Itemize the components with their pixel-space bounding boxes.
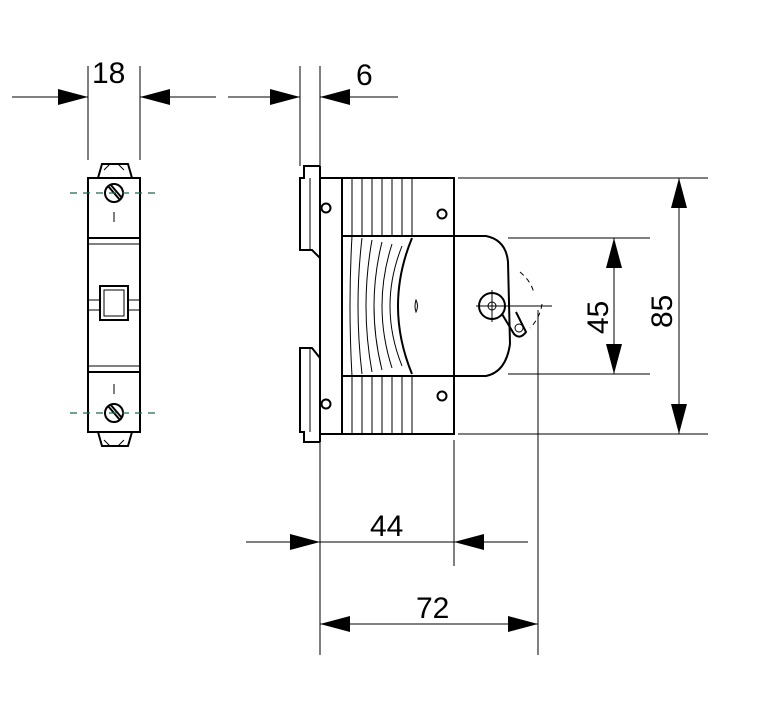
dimension-45: 45 <box>508 237 650 375</box>
dimension-label-18: 18 <box>92 57 125 90</box>
dimension-44: 44 <box>246 440 528 655</box>
dimension-label-6: 6 <box>356 59 373 92</box>
dimension-label-45: 45 <box>582 301 615 334</box>
dimension-6: 6 <box>228 59 398 166</box>
dimension-72: 72 <box>320 310 539 655</box>
dimension-label-72: 72 <box>416 592 449 625</box>
front-view <box>70 163 160 447</box>
dimension-18: 18 <box>12 57 216 160</box>
dimension-85: 85 <box>458 177 708 435</box>
dimension-label-44: 44 <box>370 510 403 543</box>
side-view <box>299 165 552 443</box>
dimension-label-85: 85 <box>646 295 679 328</box>
